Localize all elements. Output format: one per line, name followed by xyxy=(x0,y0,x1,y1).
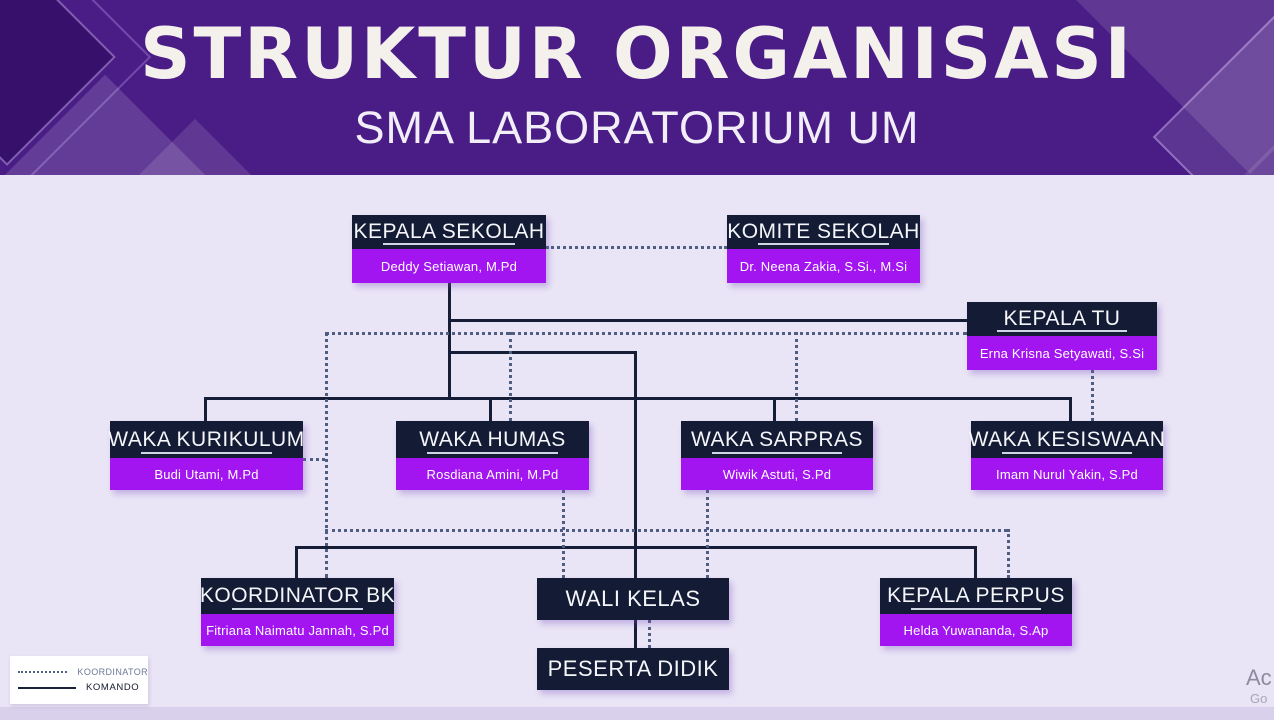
org-box-title: WALI KELAS xyxy=(537,578,729,620)
connector-koordinator-lower-bus xyxy=(325,529,1007,532)
connector-koordinator-kepsek-komite xyxy=(546,246,727,249)
org-box-waka-sarpras: WAKA SARPRAS Wiwik Astuti, S.Pd xyxy=(681,421,873,490)
org-box-kepala-tu: KEPALA TU Erna Krisna Setyawati, S.Si xyxy=(967,302,1157,370)
org-box-koordinator-bk: KOORDINATOR BK Fitriana Naimatu Jannah, … xyxy=(200,578,395,646)
org-box-name: Helda Yuwananda, S.Ap xyxy=(880,614,1072,646)
legend: KOORDINATOR KOMANDO xyxy=(10,656,148,704)
org-box-komite-sekolah: KOMITE SEKOLAH Dr. Neena Zakia, S.Si., M… xyxy=(727,215,920,283)
org-box-title: WAKA KURIKULUM xyxy=(108,421,304,458)
connector-koordinator-walikelas-peserta xyxy=(648,620,651,648)
org-box-title: KOMITE SEKOLAH xyxy=(727,215,920,249)
org-box-title: WAKA SARPRAS xyxy=(681,421,873,458)
connector-komando-drop-kurikulum xyxy=(204,397,207,421)
org-box-wali-kelas: WALI KELAS xyxy=(537,578,729,620)
org-box-kepala-perpus: KEPALA PERPUS Helda Yuwananda, S.Ap xyxy=(880,578,1072,646)
legend-label: KOMANDO xyxy=(86,682,140,693)
org-box-name: Rosdiana Amini, M.Pd xyxy=(396,458,589,490)
org-box-title: KEPALA PERPUS xyxy=(880,578,1072,614)
connector-komando-kepsek-kepalatu xyxy=(448,319,967,322)
org-box-title: KOORDINATOR BK xyxy=(200,578,395,614)
connector-komando-bottom-bus xyxy=(295,546,977,549)
org-box-name: Fitriana Naimatu Jannah, S.Pd xyxy=(201,614,394,646)
connector-komando-waka-bus xyxy=(204,397,1072,400)
connector-komando-walikelas-peserta xyxy=(634,620,637,648)
org-box-title: KEPALA SEKOLAH xyxy=(352,215,546,249)
connector-koordinator-humas-walikelas xyxy=(562,490,565,578)
org-box-title: KEPALA TU xyxy=(967,302,1157,336)
connector-koordinator-kepalatu-bus xyxy=(325,332,967,335)
org-box-name: Budi Utami, M.Pd xyxy=(110,458,303,490)
page-title: STRUKTUR ORGANISASI xyxy=(140,13,1134,95)
org-box-name: Wiwik Astuti, S.Pd xyxy=(681,458,873,490)
bottom-strip xyxy=(0,707,1274,720)
dotted-line-icon xyxy=(18,671,68,673)
legend-label: KOORDINATOR xyxy=(77,667,148,677)
org-box-waka-humas: WAKA HUMAS Rosdiana Amini, M.Pd xyxy=(396,421,589,490)
connector-komando-drop-perpus xyxy=(974,546,977,578)
org-box-waka-kesiswaan: WAKA KESISWAAN Imam Nurul Yakin, S.Pd xyxy=(969,421,1165,490)
org-box-kepala-sekolah: KEPALA SEKOLAH Deddy Setiawan, M.Pd xyxy=(352,215,546,283)
legend-row-komando: KOMANDO xyxy=(10,682,148,693)
connector-komando-kepsek-walikelas-v xyxy=(634,351,637,578)
connector-koordinator-kurikulum-stub xyxy=(303,458,325,461)
org-box-name: Deddy Setiawan, M.Pd xyxy=(352,249,546,283)
connector-komando-kepsek-walikelas-h xyxy=(448,351,637,354)
org-box-peserta-didik: PESERTA DIDIK xyxy=(537,648,729,690)
connector-komando-kepsek-down xyxy=(448,283,451,399)
legend-row-koordinator: KOORDINATOR xyxy=(10,667,148,677)
org-box-title: WAKA HUMAS xyxy=(396,421,589,458)
connector-komando-drop-sarpras xyxy=(773,397,776,421)
connector-koordinator-drop-sarpras xyxy=(795,332,798,421)
solid-line-icon xyxy=(18,686,76,689)
connector-koordinator-drop-bk xyxy=(325,332,328,578)
watermark-text: Ac xyxy=(1246,665,1272,690)
org-box-title: PESERTA DIDIK xyxy=(537,648,729,690)
header-banner: STRUKTUR ORGANISASI SMA LABORATORIUM UM xyxy=(0,0,1274,175)
connector-koordinator-sarpras-walikelas xyxy=(706,490,709,578)
connector-koordinator-kepalatu-kesiswaan xyxy=(1091,370,1094,421)
org-box-title: WAKA KESISWAAN xyxy=(969,421,1165,458)
org-box-waka-kurikulum: WAKA KURIKULUM Budi Utami, M.Pd xyxy=(108,421,304,490)
connector-komando-drop-kesiswaan xyxy=(1069,397,1072,421)
connector-koordinator-drop-humas xyxy=(509,332,512,421)
page-subtitle: SMA LABORATORIUM UM xyxy=(354,102,920,153)
org-box-name: Imam Nurul Yakin, S.Pd xyxy=(971,458,1163,490)
watermark-text: Go xyxy=(1250,691,1268,706)
org-box-name: Erna Krisna Setyawati, S.Si xyxy=(967,336,1157,370)
connector-koordinator-drop-perpus xyxy=(1007,529,1010,578)
org-box-name: Dr. Neena Zakia, S.Si., M.Si xyxy=(727,249,920,283)
connector-komando-drop-humas xyxy=(489,397,492,421)
connector-komando-drop-bk xyxy=(295,546,298,578)
